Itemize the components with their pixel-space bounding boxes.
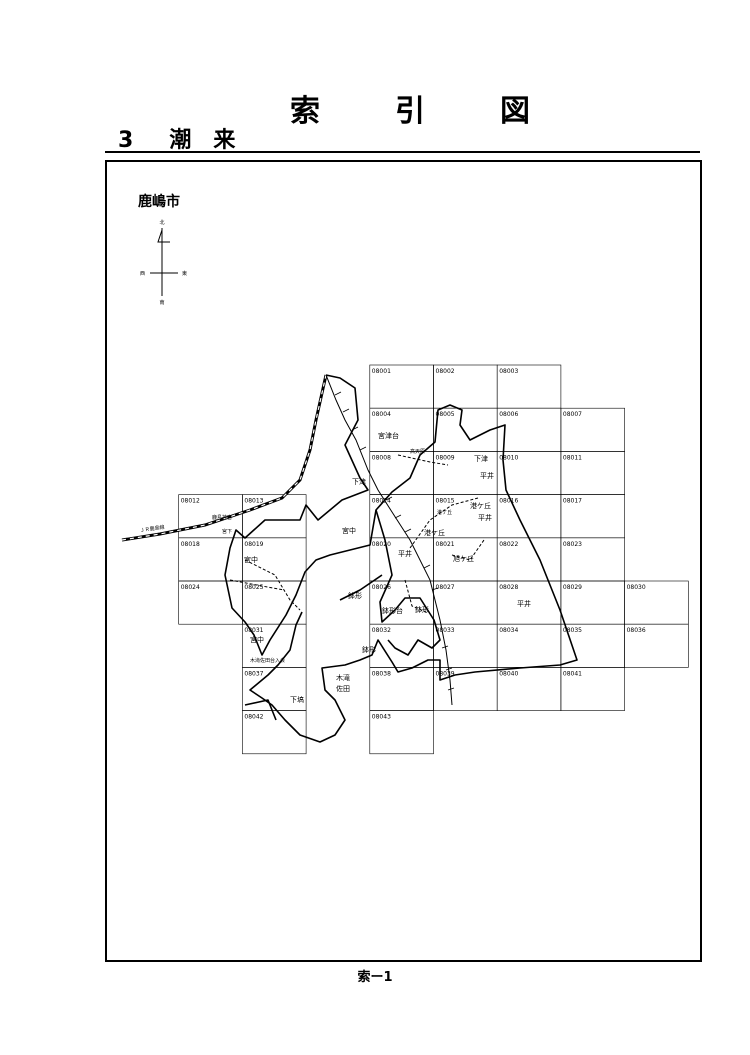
- compass-rose: [150, 228, 178, 296]
- label-hachigata-2: 鉢形: [415, 605, 429, 614]
- section-name-char-1: 潮: [169, 128, 194, 153]
- grid-cell-label: 08023: [563, 541, 582, 548]
- label-hirai-1: 平井: [480, 471, 494, 480]
- section-name-char-2: 来: [213, 128, 238, 153]
- grid-cell-label: 08011: [563, 454, 582, 461]
- map-frame: [105, 160, 702, 962]
- label-hirai-3: 平井: [398, 549, 412, 558]
- grid-cell-label: 08021: [436, 541, 455, 548]
- grid-cell-label: 08026: [372, 584, 391, 591]
- label-shimotsu-west: 下津: [352, 478, 366, 486]
- grid-cell-label: 08037: [244, 670, 263, 677]
- label-shimotsu-east: 下津: [474, 455, 488, 463]
- grid-cell-08043: [369, 710, 434, 755]
- compass-north: 北: [159, 219, 164, 226]
- title-char-1: 索: [290, 94, 320, 129]
- label-hirai-4: 平井: [517, 599, 531, 608]
- grid-cell-label: 08031: [244, 627, 263, 634]
- compass-east: 東: [182, 270, 187, 277]
- city-name: 鹿嶋市: [137, 193, 180, 210]
- grid-cell-label: 08035: [563, 627, 582, 634]
- grid-cell-label: 08034: [499, 627, 518, 634]
- grid-cell-label: 08028: [499, 584, 518, 591]
- grid-cell-08036: [624, 623, 689, 668]
- grid-cell-label: 08024: [181, 584, 200, 591]
- grid-cell-label: 08032: [372, 627, 391, 634]
- grid-cell-label: 08009: [436, 454, 455, 461]
- grid-cell-label: 08041: [563, 670, 582, 677]
- label-miyanaka-2: 宮中: [244, 555, 258, 564]
- grid-cell-label: 08001: [372, 368, 391, 375]
- grid-cell-label: 08042: [244, 714, 263, 721]
- grid-cell-label: 08018: [181, 541, 200, 548]
- grid-cell-label: 08019: [244, 541, 263, 548]
- label-takamagahara: 高天原: [410, 448, 425, 455]
- page-number: 索ー1: [357, 970, 393, 985]
- title-char-2: 引: [395, 94, 425, 129]
- grid-cell-label: 08029: [563, 584, 582, 591]
- label-kashima-jingu: 鹿島神宮: [212, 514, 232, 521]
- grid-cell-label: 08014: [372, 498, 391, 505]
- label-jr-line: ＪＲ鹿島線: [139, 524, 165, 534]
- grid-cell-label: 08043: [372, 714, 391, 721]
- district-boundaries: [224, 374, 578, 743]
- label-minatogaoka-2: 港ケ丘: [437, 509, 452, 516]
- label-shimobata: 下塙: [290, 695, 304, 704]
- grid-cell-label: 08008: [372, 454, 391, 461]
- subdistrict-dashed-lines: [229, 454, 485, 613]
- grid-cell-08042: [242, 710, 307, 755]
- grid-cell-label: 08005: [436, 411, 455, 418]
- grid-cell-label: 08013: [244, 498, 263, 505]
- section-heading: 3 潮来: [118, 122, 237, 154]
- label-hachigata-3: 鉢形: [362, 645, 376, 654]
- page-title: 索 引 図: [290, 86, 530, 129]
- grid-cell-label: 08033: [436, 627, 455, 634]
- label-miyatsudai: 宮津台: [378, 431, 399, 440]
- place-labels: 宮津台 下津 下津 高天原 平井 平井 平井 平井 港ケ丘 港ケ丘 港ケ丘 旭ケ…: [139, 431, 531, 704]
- compass-west: 西: [140, 271, 145, 277]
- heading-rule: [105, 151, 700, 153]
- label-miyanaka-3: 宮中: [250, 635, 264, 644]
- grid-cell-label: 08004: [372, 411, 391, 418]
- compass-south: 南: [159, 299, 164, 306]
- label-miyashita: 宮下: [222, 528, 232, 535]
- jr-railway-line: [121, 374, 453, 706]
- grid-cell-label: 08038: [372, 670, 391, 677]
- railway-ticks: [334, 391, 455, 691]
- label-miyanaka-1: 宮中: [342, 526, 356, 535]
- label-minatogaoka-3: 港ケ丘: [424, 528, 445, 537]
- label-hachigatadai: 鉢形台: [382, 606, 403, 615]
- label-hachigata-1: 鉢形: [348, 591, 362, 600]
- label-sata: 佐田: [336, 684, 350, 693]
- label-kitaki-sata-entrance: 木滝佐田台入会: [250, 657, 285, 664]
- label-minatogaoka-1: 港ケ丘: [470, 501, 491, 510]
- grid-cell-label: 08006: [499, 411, 518, 418]
- grid-cell-label: 08025: [244, 584, 263, 591]
- grid-cell-label: 08010: [499, 454, 518, 461]
- grid-cell-label: 08030: [627, 584, 646, 591]
- grid-cell-label: 08036: [627, 627, 646, 634]
- grid-cell-label: 08027: [436, 584, 455, 591]
- grid-cell-label: 08012: [181, 498, 200, 505]
- grid-cell-label: 08040: [499, 670, 518, 677]
- grid-cell-label: 08020: [372, 541, 391, 548]
- grid-cell-label: 08007: [563, 411, 582, 418]
- label-kitaki: 木滝: [336, 673, 350, 682]
- section-number: 3: [118, 128, 136, 153]
- grid-cell-label: 08016: [499, 498, 518, 505]
- grid-cell-label: 08039: [436, 670, 455, 677]
- label-asahigaoka: 旭ケ丘: [453, 554, 474, 563]
- label-hirai-2: 平井: [478, 513, 492, 522]
- grid-cell-label: 08017: [563, 498, 582, 505]
- grid-cell-label: 08015: [436, 498, 455, 505]
- grid-cell-label: 08002: [436, 368, 455, 375]
- grid-cell-08041: [560, 667, 625, 711]
- grid-cell-label: 08022: [499, 541, 518, 548]
- title-char-3: 図: [500, 94, 530, 129]
- grid-cell-label: 08003: [499, 368, 518, 375]
